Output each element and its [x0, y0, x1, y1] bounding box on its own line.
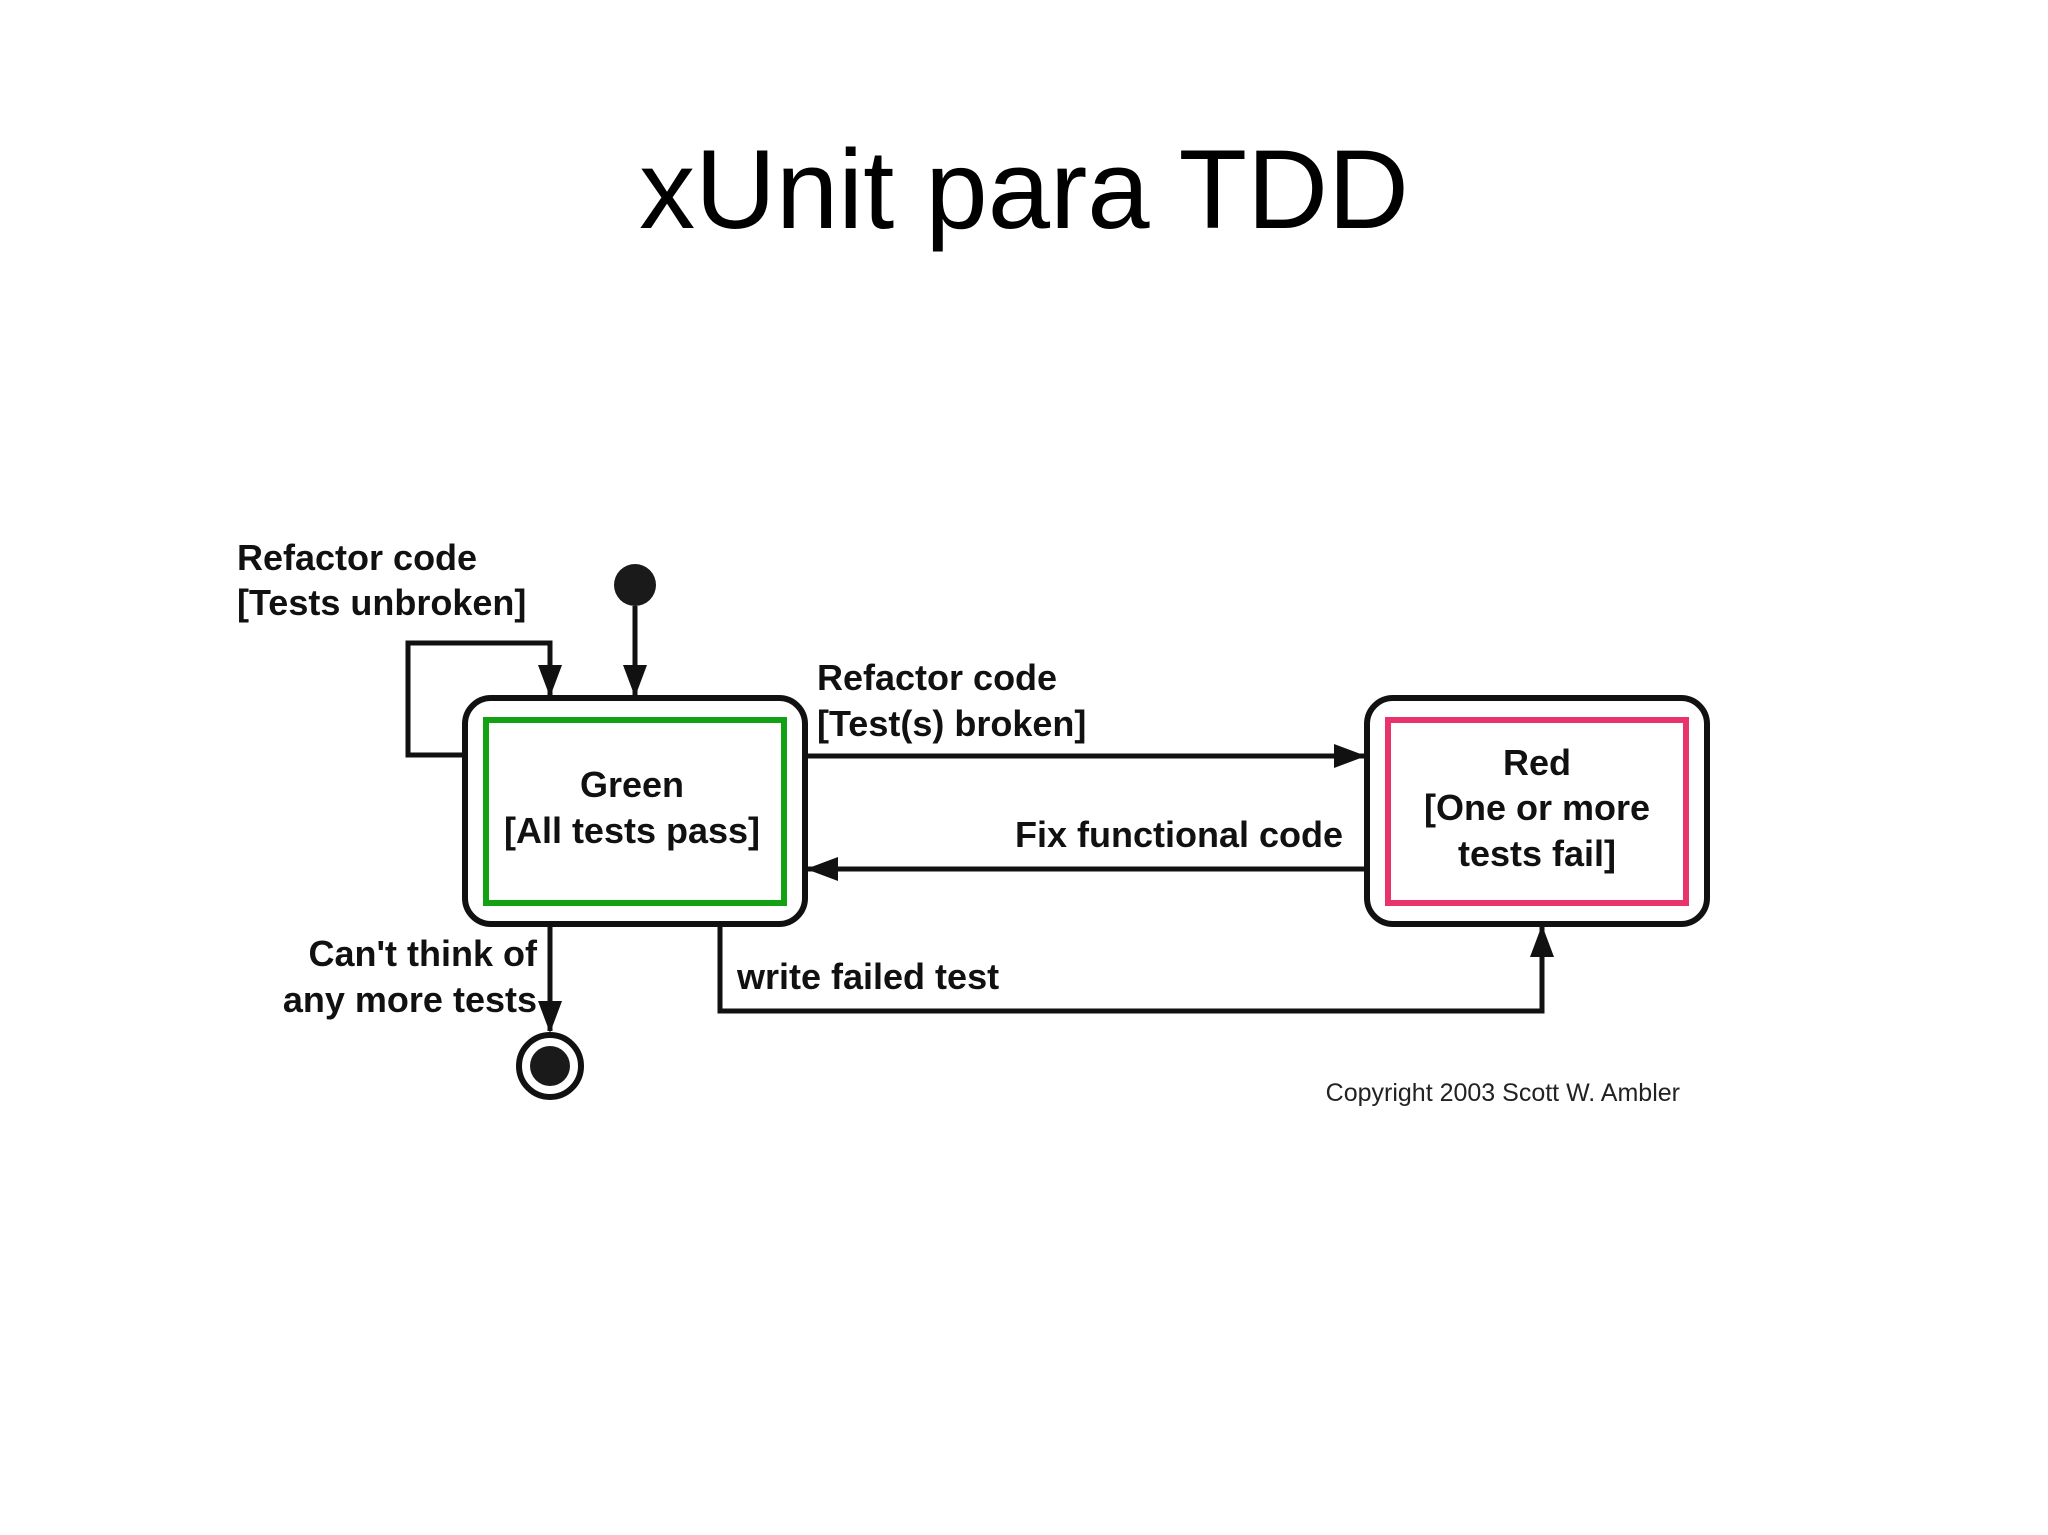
red-state-condition-line2: tests fail] [1458, 833, 1616, 874]
finish-label-line1: Can't think of [308, 933, 538, 974]
initial-state [614, 564, 656, 606]
green-state-condition: [All tests pass] [504, 810, 760, 851]
slide-title: xUnit para TDD [639, 127, 1409, 252]
refactor-self-label-line1: Refactor code [237, 537, 477, 578]
red-state-condition-line1: [One or more [1424, 787, 1650, 828]
write-failed-transition-arrow [717, 924, 1554, 1014]
final-state [516, 1032, 584, 1100]
green-state: Green [All tests pass] [462, 695, 808, 927]
red-state-name: Red [1503, 742, 1571, 783]
refactor-self-label-line2: [Tests unbroken] [237, 582, 526, 623]
copyright-notice: Copyright 2003 Scott W. Ambler [1326, 1079, 1680, 1107]
red-state-inner-box [1385, 717, 1689, 906]
red-state: Red [One or more tests fail] [1364, 695, 1710, 927]
finish-label-line2: any more tests [283, 979, 537, 1020]
refactor-broken-label-line2: [Test(s) broken] [817, 703, 1086, 744]
refactor-self-transition-arrow [405, 640, 562, 758]
fix-label: Fix functional code [1015, 814, 1343, 855]
green-state-outer-box [462, 695, 808, 927]
red-state-outer-box [1364, 695, 1710, 927]
green-state-inner-box [483, 717, 787, 906]
write-failed-label: write failed test [736, 956, 999, 997]
green-state-name: Green [580, 764, 684, 805]
refactor-broken-label-line1: Refactor code [817, 657, 1057, 698]
